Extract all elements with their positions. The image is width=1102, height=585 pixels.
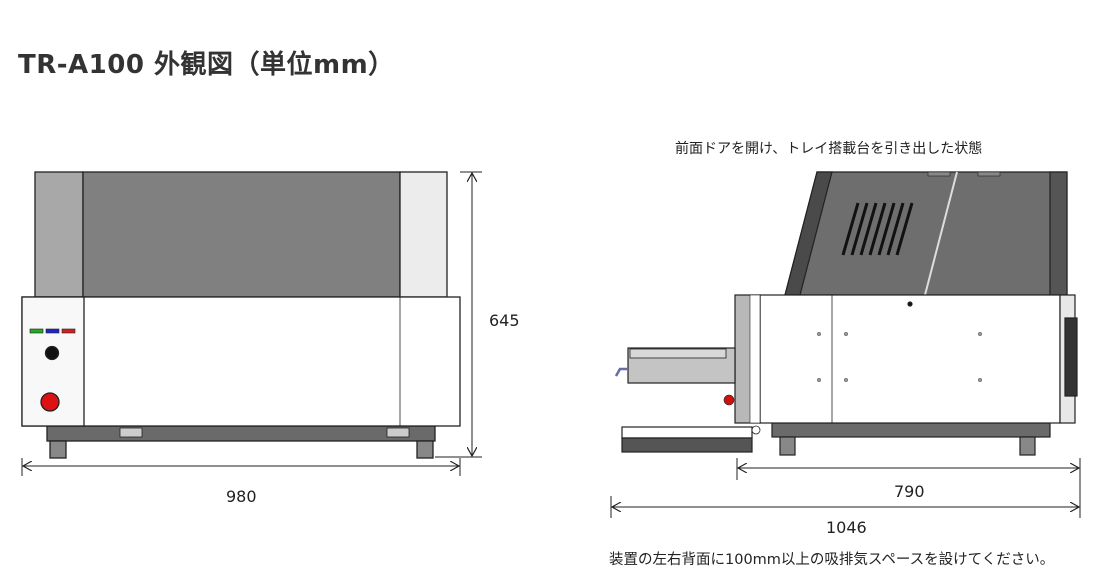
indicator-green — [29, 328, 44, 334]
side-view — [614, 171, 1078, 456]
front-view — [21, 171, 461, 459]
side-view-caption: 前面ドアを開け、トレイ搭載台を引き出した状態 — [675, 141, 983, 157]
side-dimensions — [610, 458, 1081, 518]
foot-right — [416, 440, 434, 459]
dimension-total-depth-label: 1046 — [826, 518, 867, 537]
lower-body — [21, 296, 461, 427]
top-housing — [82, 171, 401, 298]
clearance-note: 装置の左右背面に100mm以上の吸排気スペースを設けてください。 — [609, 552, 1055, 568]
indicator-blue — [45, 328, 60, 334]
vent-icon — [841, 202, 914, 256]
latch — [386, 427, 410, 438]
dimension-height-label: 645 — [489, 311, 520, 330]
foot-front — [779, 436, 796, 456]
page-title: TR-A100 外観図（単位mm） — [18, 50, 395, 80]
foot-left — [49, 440, 67, 459]
emergency-stop-icon — [40, 392, 60, 412]
top-right-panel — [399, 171, 448, 298]
emergency-stop-side-icon — [723, 394, 735, 406]
dimension-body-depth-label: 790 — [894, 482, 925, 501]
key-switch-icon — [44, 345, 60, 361]
top-left-panel — [34, 171, 84, 298]
handle-icon — [614, 367, 628, 377]
foot-rear — [1019, 436, 1036, 456]
tray-plate — [621, 426, 753, 439]
latch — [119, 427, 143, 438]
base-side — [771, 422, 1051, 438]
dimension-width-label: 980 — [226, 487, 257, 506]
rear-connector — [1064, 317, 1078, 397]
indicator-red — [61, 328, 76, 334]
body-side — [759, 294, 1061, 424]
front-dimensions — [21, 171, 482, 476]
base — [46, 425, 436, 442]
